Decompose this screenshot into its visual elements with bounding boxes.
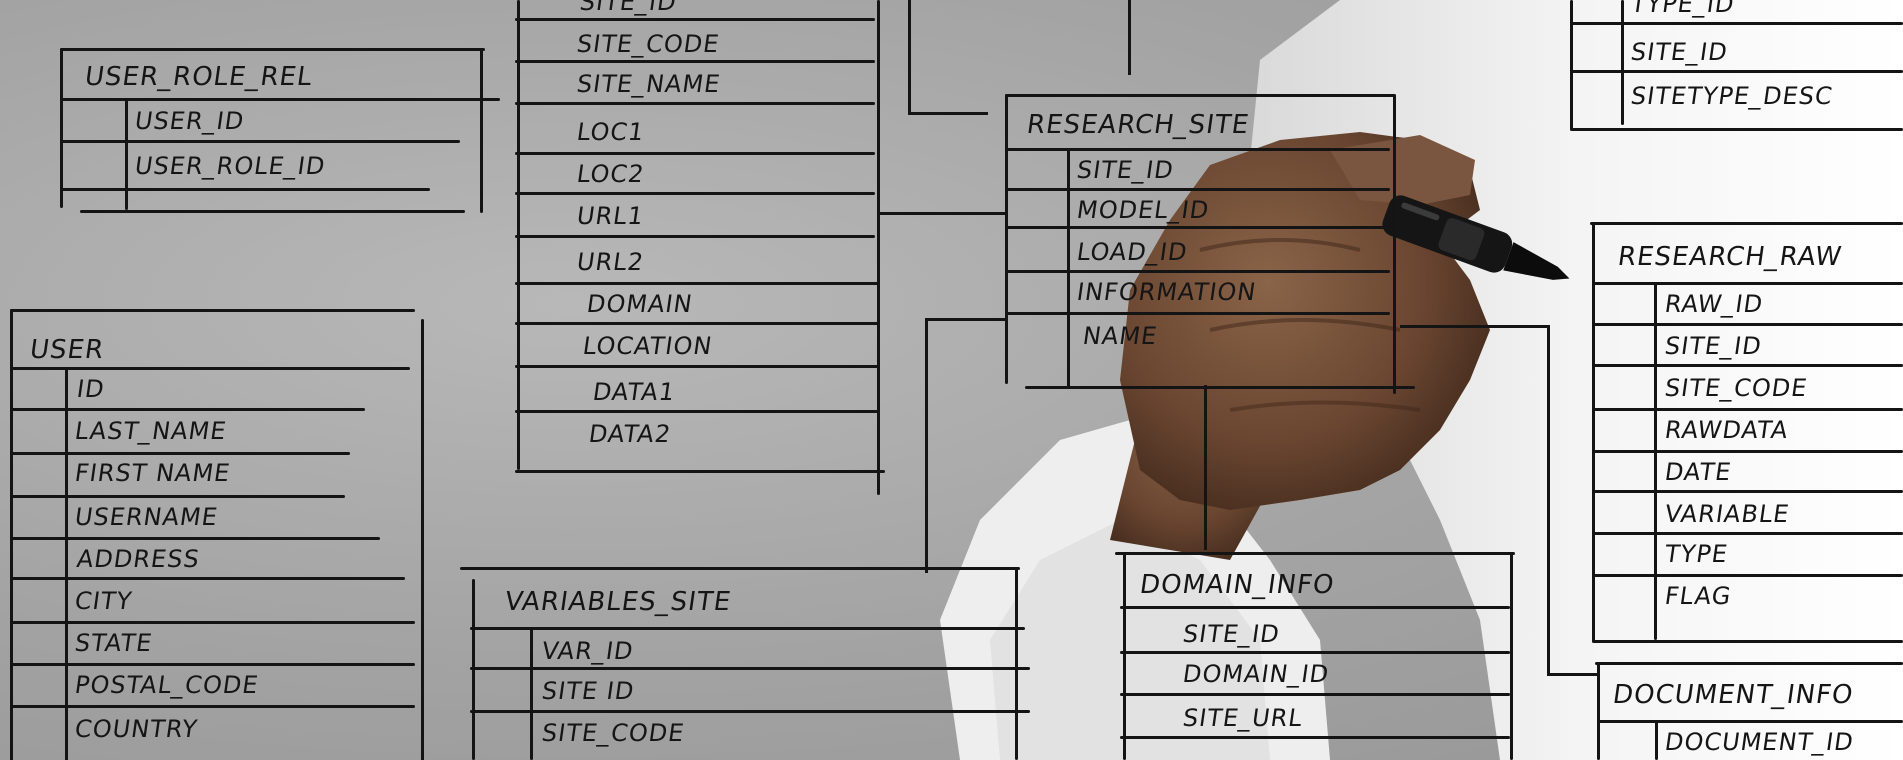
table-site-type: TYPE_ID SITE_ID SITETYPE_DESC bbox=[1565, 0, 1903, 140]
table-title: DOMAIN_INFO bbox=[1137, 570, 1337, 600]
table-field: SITE_CODE bbox=[540, 719, 687, 747]
table-title: VARIABLES_SITE bbox=[502, 587, 734, 617]
table-field: FLAG bbox=[1663, 582, 1734, 610]
table-field: SITE_ID bbox=[1181, 620, 1282, 648]
table-field: SITE_ID bbox=[578, 0, 679, 16]
table-field: DATE bbox=[1663, 458, 1734, 486]
table-field: LAST_NAME bbox=[73, 417, 229, 445]
table-title: RESEARCH_SITE bbox=[1024, 110, 1252, 140]
table-field: DOMAIN_ID bbox=[1181, 660, 1332, 688]
connector-line bbox=[1204, 385, 1207, 550]
table-variables-site: VARIABLES_SITE VAR_ID SITE ID SITE_CODE bbox=[460, 565, 1030, 760]
table-research-site: RESEARCH_SITE SITE_ID MODEL_ID LOAD_ID I… bbox=[1005, 90, 1415, 400]
table-field: SITE_CODE bbox=[575, 30, 722, 58]
table-field: LOC1 bbox=[575, 118, 647, 146]
table-field: NAME bbox=[1081, 322, 1160, 350]
connector-line bbox=[880, 212, 1008, 215]
table-title: DOCUMENT_INFO bbox=[1610, 680, 1856, 710]
table-field: STATE bbox=[73, 629, 155, 657]
table-field: RAWDATA bbox=[1663, 416, 1791, 444]
table-field: ADDRESS bbox=[75, 545, 202, 573]
table-field: SITE_ID bbox=[1663, 332, 1764, 360]
table-site: SITE_ID SITE_CODE SITE_NAME LOC1 LOC2 UR… bbox=[505, 0, 885, 495]
table-field: TYPE_ID bbox=[1629, 0, 1737, 18]
table-field: SITE_CODE bbox=[1663, 374, 1810, 402]
table-field: MODEL_ID bbox=[1075, 196, 1212, 224]
table-domain-info: DOMAIN_INFO SITE_ID DOMAIN_ID SITE_URL bbox=[1115, 548, 1515, 760]
connector-line bbox=[908, 112, 988, 115]
table-title: RESEARCH_RAW bbox=[1615, 242, 1844, 272]
connector-line bbox=[908, 0, 911, 115]
table-field: VARIABLE bbox=[1663, 500, 1792, 528]
table-field: USER_ID bbox=[133, 107, 247, 135]
table-field: FIRST NAME bbox=[73, 459, 233, 487]
connector-line bbox=[925, 318, 1005, 321]
connector-line bbox=[1128, 0, 1131, 75]
table-field: TYPE bbox=[1663, 540, 1730, 568]
table-field: DOCUMENT_ID bbox=[1663, 728, 1856, 756]
table-field: SITETYPE_DESC bbox=[1629, 82, 1835, 110]
table-title: USER_ROLE_REL bbox=[82, 62, 315, 92]
table-field: INFORMATION bbox=[1075, 278, 1259, 306]
table-document-info: DOCUMENT_INFO DOCUMENT_ID bbox=[1595, 660, 1903, 760]
table-field: DATA2 bbox=[587, 420, 674, 448]
thumb bbox=[1330, 135, 1475, 205]
table-field: COUNTRY bbox=[73, 715, 200, 743]
table-field: URL1 bbox=[575, 202, 646, 230]
table-field: USERNAME bbox=[73, 503, 220, 531]
table-field: LOCATION bbox=[581, 332, 715, 360]
table-user: USER ID LAST_NAME FIRST NAME USERNAME AD… bbox=[5, 305, 435, 760]
table-research-raw: RESEARCH_RAW RAW_ID SITE_ID SITE_CODE RA… bbox=[1590, 218, 1903, 648]
table-field: CITY bbox=[73, 587, 135, 615]
marker-pen bbox=[1382, 195, 1570, 280]
table-field: SITE_NAME bbox=[575, 70, 723, 98]
table-field: RAW_ID bbox=[1663, 290, 1766, 318]
table-user-role-rel: USER_ROLE_REL USER_ID USER_ROLE_ID bbox=[60, 40, 500, 220]
table-field: SITE_URL bbox=[1181, 704, 1305, 732]
table-field: ID bbox=[75, 375, 107, 403]
table-field: SITE ID bbox=[540, 677, 637, 705]
table-field: LOAD_ID bbox=[1075, 238, 1190, 266]
table-field: URL2 bbox=[575, 248, 646, 276]
connector-line bbox=[925, 318, 928, 573]
table-field: DOMAIN bbox=[585, 290, 695, 318]
connector-line bbox=[1547, 325, 1550, 675]
table-field: USER_ROLE_ID bbox=[133, 152, 328, 180]
table-field: DATA1 bbox=[591, 378, 678, 406]
table-title: USER bbox=[27, 335, 107, 365]
table-field: POSTAL_CODE bbox=[73, 671, 261, 699]
connector-line bbox=[1400, 325, 1550, 328]
connector-line bbox=[1547, 673, 1597, 676]
table-field: LOC2 bbox=[575, 160, 647, 188]
table-field: SITE_ID bbox=[1629, 38, 1730, 66]
table-field: SITE_ID bbox=[1075, 156, 1176, 184]
table-field: VAR_ID bbox=[540, 637, 636, 665]
